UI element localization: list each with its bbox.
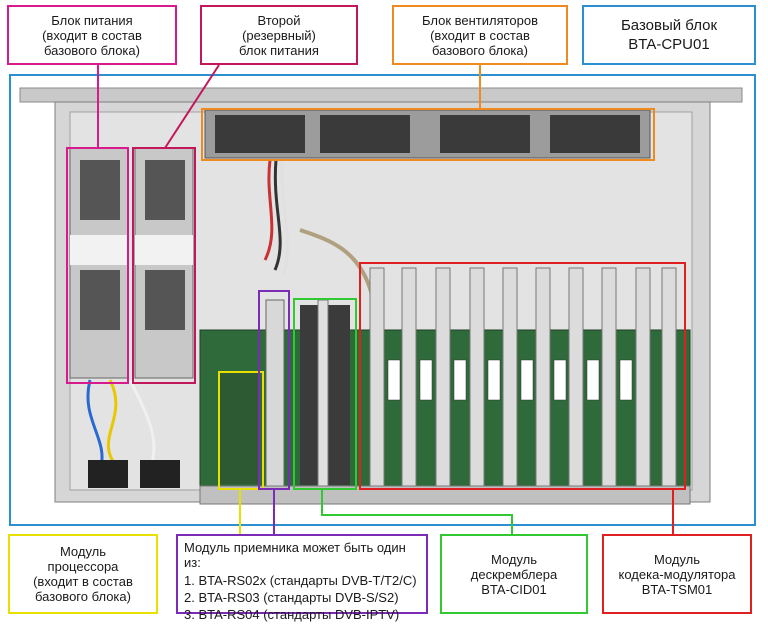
psu-frame [66,147,129,384]
cpu-module-frame [218,371,264,490]
base-block-callout: Базовый блок BTA-CPU01 [582,5,756,65]
psu-backup-callout: Второй (резервный) блок питания [200,5,358,65]
fans-frame [201,108,655,161]
descrambler-callout: Модуль дескремблера BTA-CID01 [440,534,588,614]
receiver-option: 2. BTA-RS03 (стандарты DVB-S/S2) [184,590,399,605]
codec-label: Модуль кодека-модулятора BTA-TSM01 [618,551,736,597]
psu-backup-frame [132,147,196,384]
psu-callout: Блок питания (входит в состав базового б… [7,5,177,65]
receiver-callout: Модуль приемника может быть один из: 1. … [176,534,428,622]
cpu-module-label: Модуль процессора (входит в состав базов… [33,544,133,604]
psu-label: Блок питания (входит в состав базового б… [42,12,142,58]
receiver-option: 3. BTA-RS04 (стандарты DVB-IPTV) [184,607,400,622]
base-block-frame [9,74,756,526]
descrambler-frame [293,298,357,490]
receiver-option: 1. BTA-RS02x (стандарты DVB-T/T2/C) [184,573,417,588]
receiver-options: 1. BTA-RS02x (стандарты DVB-T/T2/C) 2. B… [184,572,420,623]
codec-frame [359,262,686,490]
receiver-title: Модуль приемника может быть один из: [184,540,406,570]
descrambler-label: Модуль дескремблера BTA-CID01 [470,551,558,597]
fans-callout: Блок вентиляторов (входит в состав базов… [392,5,568,65]
base-block-label: Базовый блок BTA-CPU01 [620,17,718,53]
cpu-module-callout: Модуль процессора (входит в состав базов… [8,534,158,614]
fans-label: Блок вентиляторов (входит в состав базов… [421,12,539,58]
codec-callout: Модуль кодека-модулятора BTA-TSM01 [602,534,752,614]
psu-backup-label: Второй (резервный) блок питания [239,12,319,58]
